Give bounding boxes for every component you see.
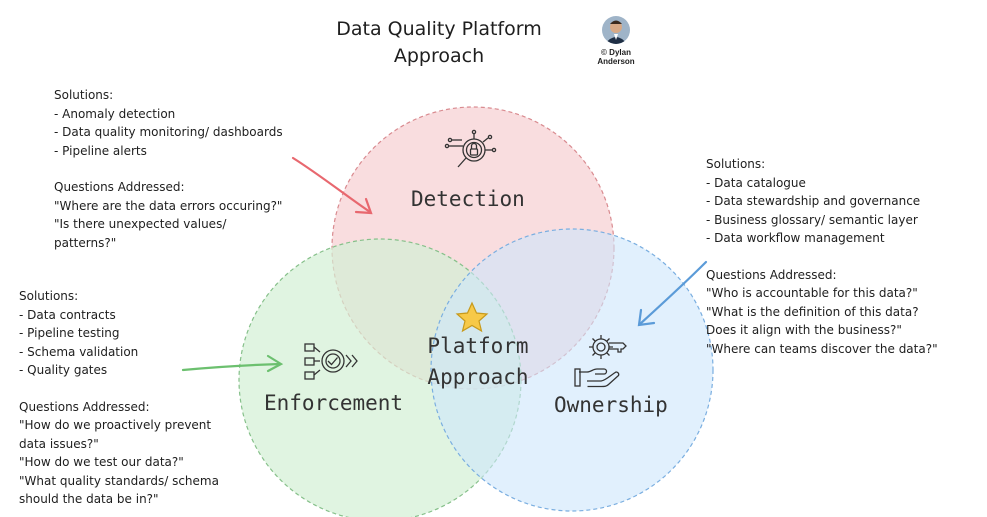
list-item: - Data catalogue xyxy=(706,175,806,190)
list-item: data issues?" xyxy=(19,436,99,451)
detection-questions-heading: Questions Addressed: xyxy=(54,180,185,194)
hand-gear-icon xyxy=(574,335,627,388)
title-line-2: Approach xyxy=(393,45,485,67)
list-item: - Pipeline testing xyxy=(19,326,120,340)
process-check-icon xyxy=(304,343,358,380)
list-item: patterns?" xyxy=(54,235,117,250)
enforcement-label: Enforcement xyxy=(264,391,404,415)
avatar-icon xyxy=(602,16,630,44)
ownership-questions-heading: Questions Addressed: xyxy=(706,267,837,282)
list-item: - Data contracts xyxy=(19,307,116,322)
list-item: - Data quality monitoring/ dashboards xyxy=(54,125,283,139)
list-item: "What is the definition of this data? xyxy=(706,304,919,319)
list-item: "Where can teams discover the data?" xyxy=(706,341,938,356)
center-label: Platform Approach xyxy=(427,334,529,389)
list-item: - Pipeline alerts xyxy=(54,143,147,158)
ownership-arrow xyxy=(637,260,708,327)
list-item: should the data be in?" xyxy=(19,492,159,506)
title-line-1: Data Quality Platform xyxy=(336,18,542,40)
list-item: Does it align with the business?" xyxy=(706,323,902,337)
star-icon xyxy=(455,301,489,333)
list-item: "Where are the data errors occuring?" xyxy=(54,198,283,213)
enforcement-solutions-heading: Solutions: xyxy=(19,289,79,303)
list-item: "Is there unexpected values/ xyxy=(54,217,227,231)
list-item: "What quality standards/ schema xyxy=(19,473,219,488)
detection-arrow xyxy=(291,156,373,215)
credit: © Dylan Anderson xyxy=(597,48,635,66)
detection-solutions-heading: Solutions: xyxy=(54,88,114,102)
list-item: - Data workflow management xyxy=(706,231,885,245)
list-item: - Business glossary/ semantic layer xyxy=(706,212,918,227)
list-item: "How do we test our data?" xyxy=(19,455,184,469)
list-item: - Data stewardship and governance xyxy=(706,194,921,208)
list-item: "How do we proactively prevent xyxy=(19,418,212,432)
list-item: - Quality gates xyxy=(19,363,108,377)
detection-notes: Solutions: - Anomaly detection - Data qu… xyxy=(54,86,283,252)
list-item: - Anomaly detection xyxy=(54,106,176,121)
list-item: - Schema validation xyxy=(19,344,139,359)
magnifier-lock-icon xyxy=(444,129,497,168)
page-title: Data Quality Platform Approach xyxy=(289,16,589,70)
enforcement-questions-heading: Questions Addressed: xyxy=(19,399,150,414)
detection-label: Detection xyxy=(411,187,525,211)
list-item: "Who is accountable for this data?" xyxy=(706,286,918,300)
ownership-circle xyxy=(430,228,714,512)
ownership-solutions-heading: Solutions: xyxy=(706,157,766,171)
enforcement-arrow xyxy=(181,354,284,373)
enforcement-notes: Solutions: - Data contracts - Pipeline t… xyxy=(19,287,219,509)
avatar xyxy=(602,16,630,44)
ownership-label: Ownership xyxy=(554,393,668,417)
ownership-notes: Solutions: - Data catalogue - Data stewa… xyxy=(706,155,938,358)
